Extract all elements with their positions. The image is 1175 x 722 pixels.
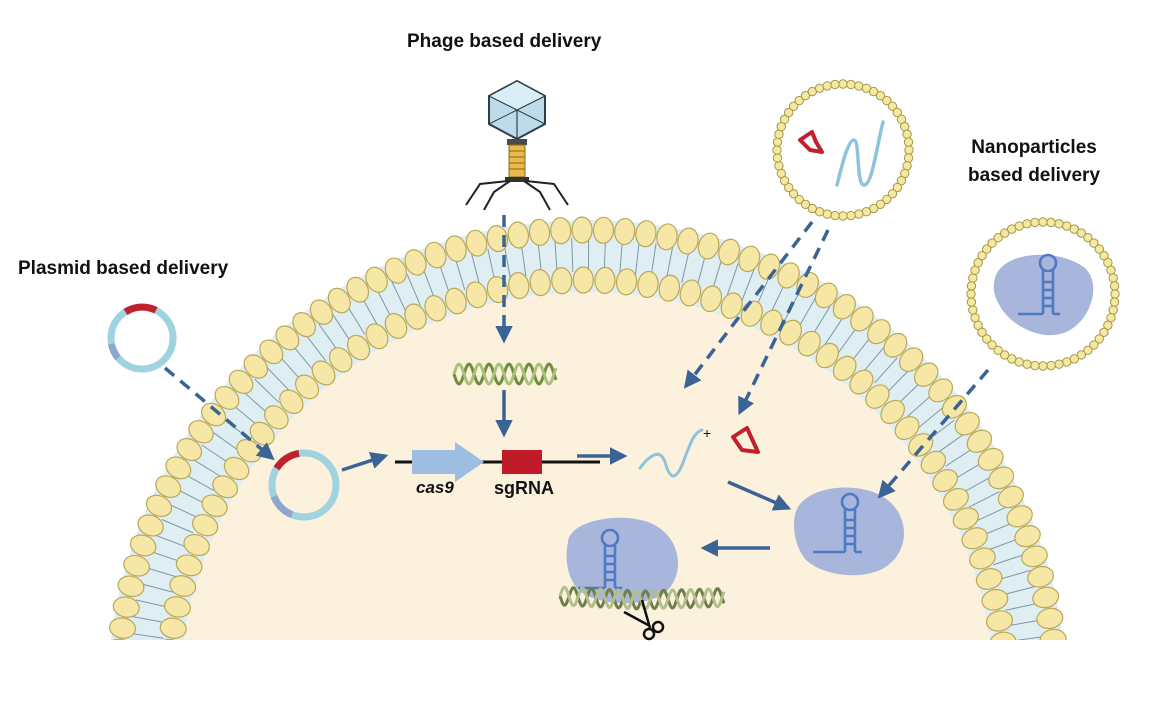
nanoparticle-bead <box>1055 220 1063 228</box>
lipid-tail <box>128 650 162 654</box>
lipid-head <box>104 682 130 702</box>
nanoparticle-label-line2: based delivery <box>968 162 1100 190</box>
nanoparticle-bead <box>1055 360 1063 368</box>
nanoparticle-bead <box>971 314 979 322</box>
nanoparticle-bead <box>831 211 839 219</box>
nanoparticle-bead <box>904 154 912 162</box>
lipid-head <box>993 675 1020 696</box>
nanoparticle-bead <box>823 210 831 218</box>
lipid-head <box>154 660 181 682</box>
nanoparticle-bead <box>847 80 855 88</box>
lipid-head <box>1043 671 1070 692</box>
lipid-nanoparticle-icon <box>773 80 913 220</box>
nanoparticle-bead <box>1109 306 1117 314</box>
nanoparticle-bead <box>775 130 783 138</box>
nanoparticle-bead <box>1109 274 1117 282</box>
nanoparticle-bead <box>777 169 785 177</box>
nanoparticle-bead <box>1107 266 1115 274</box>
nanoparticle-delivery-label: Nanoparticles based delivery <box>968 134 1100 190</box>
nanoparticle-bead <box>969 274 977 282</box>
lipid-tail <box>125 684 159 685</box>
nanoparticle-bead <box>903 130 911 138</box>
nanoparticle-bead <box>839 80 847 88</box>
sgrna-label: sgRNA <box>494 478 554 499</box>
lipid-head <box>594 267 615 294</box>
lipid-head <box>156 638 184 661</box>
nanoparticle-bead <box>901 122 909 130</box>
nanoparticle-bead <box>773 154 781 162</box>
nanoparticle-bead <box>1023 220 1031 228</box>
plus-sign: + <box>703 425 711 441</box>
nanoparticle-bead <box>831 80 839 88</box>
plasmid-delivery-label: Plasmid based delivery <box>18 258 228 280</box>
nanoparticle-bead <box>773 146 781 154</box>
nanoparticle-bead <box>839 212 847 220</box>
lipid-nanoparticle-with-complex-icon <box>967 218 1119 370</box>
cas9-sgrna-complex-icon <box>794 488 904 576</box>
cell <box>104 217 1070 703</box>
nanoparticle-bead <box>855 82 863 90</box>
lipid-head <box>992 653 1020 675</box>
nanoparticle-bead <box>775 162 783 170</box>
nanoparticle-bead <box>1031 361 1039 369</box>
nanoparticle-bead <box>967 290 975 298</box>
nanoparticle-bead <box>823 82 831 90</box>
lipid-head <box>154 682 180 702</box>
cas9-label: cas9 <box>416 478 454 498</box>
lipid-tail <box>126 667 160 669</box>
nanoparticle-bead <box>1031 218 1039 226</box>
nanoparticle-bead <box>967 298 975 306</box>
nanoparticle-bead <box>1023 360 1031 368</box>
lipid-head <box>104 660 131 682</box>
lipid-head <box>573 267 593 293</box>
nanoparticle-bead <box>1039 218 1047 226</box>
lipid-head <box>106 638 134 661</box>
lipid-tail <box>1014 670 1048 672</box>
nanoparticle-bead <box>903 162 911 170</box>
bacteriophage-icon <box>466 81 568 210</box>
lipid-head <box>1042 650 1070 672</box>
nanoparticle-bead <box>847 211 855 219</box>
lipid-head <box>593 217 614 244</box>
nanoparticle-bead <box>1110 282 1118 290</box>
lipid-head <box>572 217 592 243</box>
nanoparticle-bead <box>862 208 870 216</box>
nanoparticle-bead <box>1063 358 1071 366</box>
nanoparticle-bead <box>1110 298 1118 306</box>
nanoparticle-bead <box>904 138 912 146</box>
nanoparticle-label-line1: Nanoparticles <box>968 134 1100 162</box>
nanoparticle-bead <box>967 282 975 290</box>
nanoparticle-bead <box>773 138 781 146</box>
nanoparticle-bead <box>815 84 823 92</box>
lipid-tail <box>1013 653 1047 656</box>
nanoparticle-bead <box>1015 222 1023 230</box>
plasmid-ring-icon <box>111 307 173 369</box>
nanoparticle-bead <box>1039 362 1047 370</box>
nanoparticle-bead <box>1047 361 1055 369</box>
nanoparticle-bead <box>905 146 913 154</box>
nanoparticle-bead <box>1047 218 1055 226</box>
phage-delivery-label: Phage based delivery <box>407 31 601 53</box>
nanoparticle-bead <box>855 210 863 218</box>
nanoparticle-bead <box>1111 290 1119 298</box>
nanoparticle-bead <box>969 306 977 314</box>
